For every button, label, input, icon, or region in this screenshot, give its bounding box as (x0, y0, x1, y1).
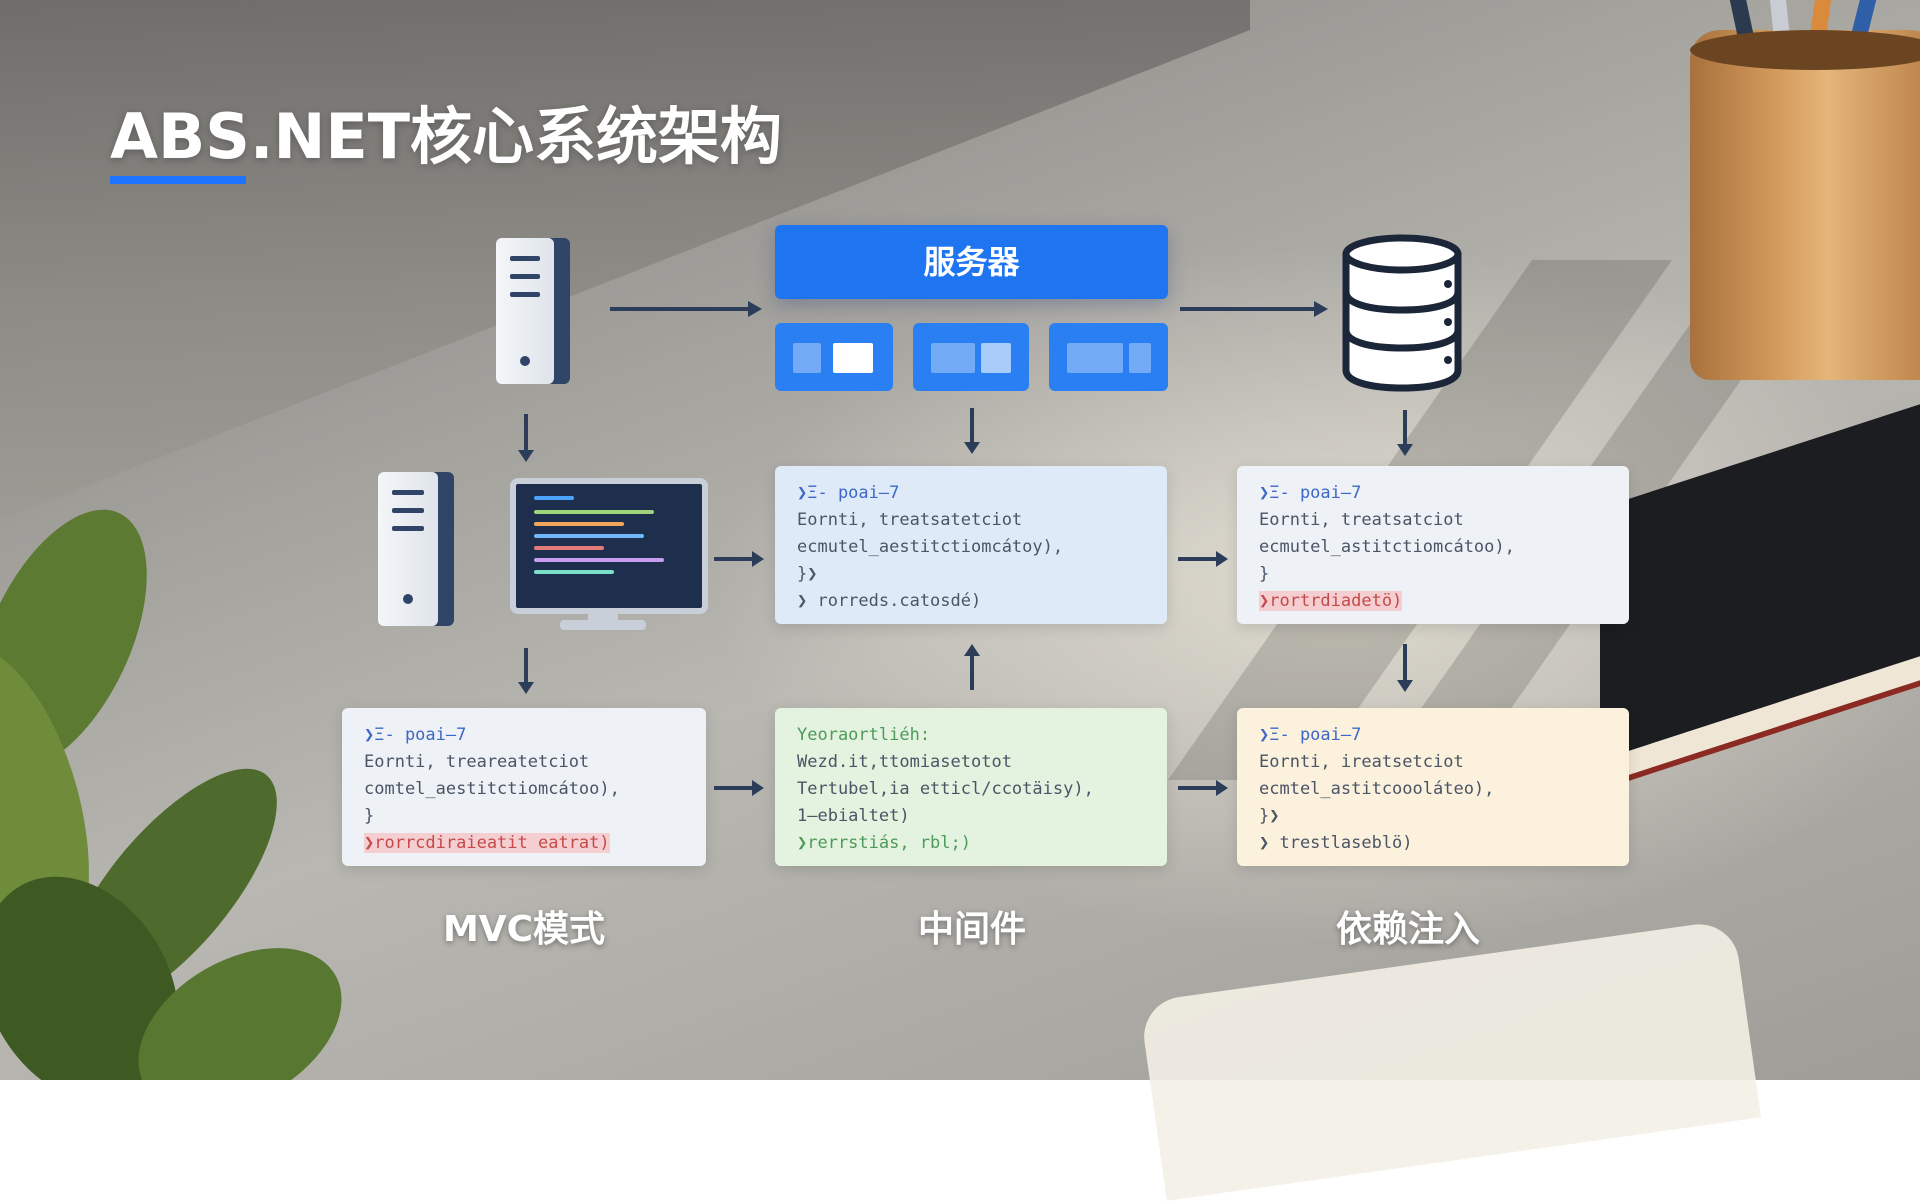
server-module (775, 323, 893, 391)
arrow-head (964, 644, 980, 656)
arrow-middleware-up (970, 656, 974, 690)
label-middleware: 中间件 (917, 909, 1026, 950)
code-card-mvc: ❯Ξ- poai—7 Eornti, treareatetciot comtel… (342, 708, 706, 866)
database-icon (1342, 234, 1462, 392)
arrow-head (748, 301, 762, 317)
arrow-client-down (524, 414, 528, 450)
arrow-server-down (970, 408, 974, 442)
arrow-head (1216, 780, 1228, 796)
arrow-head (518, 682, 534, 694)
arrow-head (1216, 551, 1228, 567)
client-computer-icon (496, 238, 554, 384)
arrow-head (1397, 680, 1413, 692)
server-module (1049, 323, 1168, 391)
arrow-server-db (1180, 307, 1316, 311)
code-card-server: ❯Ξ- poai—7 Eornti, treatsatetciot ecmute… (775, 466, 1167, 624)
plant-decoration (0, 509, 342, 1080)
cup-rim (1690, 30, 1920, 70)
arrow-tower-mvc (524, 648, 528, 682)
monitor-icon (510, 478, 708, 614)
page-title: ABS.NET核心系统架构 (110, 100, 782, 173)
arrow-head (964, 442, 980, 454)
arrow-card-card (1178, 557, 1218, 561)
arrow-mvc-middleware (714, 786, 754, 790)
arrow-monitor-card (714, 557, 754, 561)
arrow-dbcard-di (1403, 644, 1407, 680)
server-module (913, 323, 1029, 391)
arrow-middleware-di (1178, 786, 1218, 790)
label-di: 依赖注入 (1335, 909, 1480, 950)
arrow-db-down (1403, 410, 1407, 444)
code-card-middleware: Yeoraortliéh: Wezd.it,ttomiasetotot Tert… (775, 708, 1167, 866)
code-card-database: ❯Ξ- poai—7 Eornti, treatsatciot ecmutel_… (1237, 466, 1629, 624)
title-underline (110, 176, 246, 184)
code-card-di: ❯Ξ- poai—7 Eornti, ireatsetciot ecmtel_a… (1237, 708, 1629, 866)
arrow-client-server (610, 307, 750, 311)
arrow-head (1397, 444, 1413, 456)
server-box: 服务器 (775, 225, 1168, 299)
label-mvc: MVC模式 (442, 909, 606, 950)
arrow-head (752, 780, 764, 796)
server-tower-icon (378, 472, 438, 626)
pencil-cup (1690, 0, 1920, 380)
monitor-base (560, 620, 646, 630)
arrow-head (1314, 301, 1328, 317)
arrow-head (752, 551, 764, 567)
arrow-head (518, 450, 534, 462)
